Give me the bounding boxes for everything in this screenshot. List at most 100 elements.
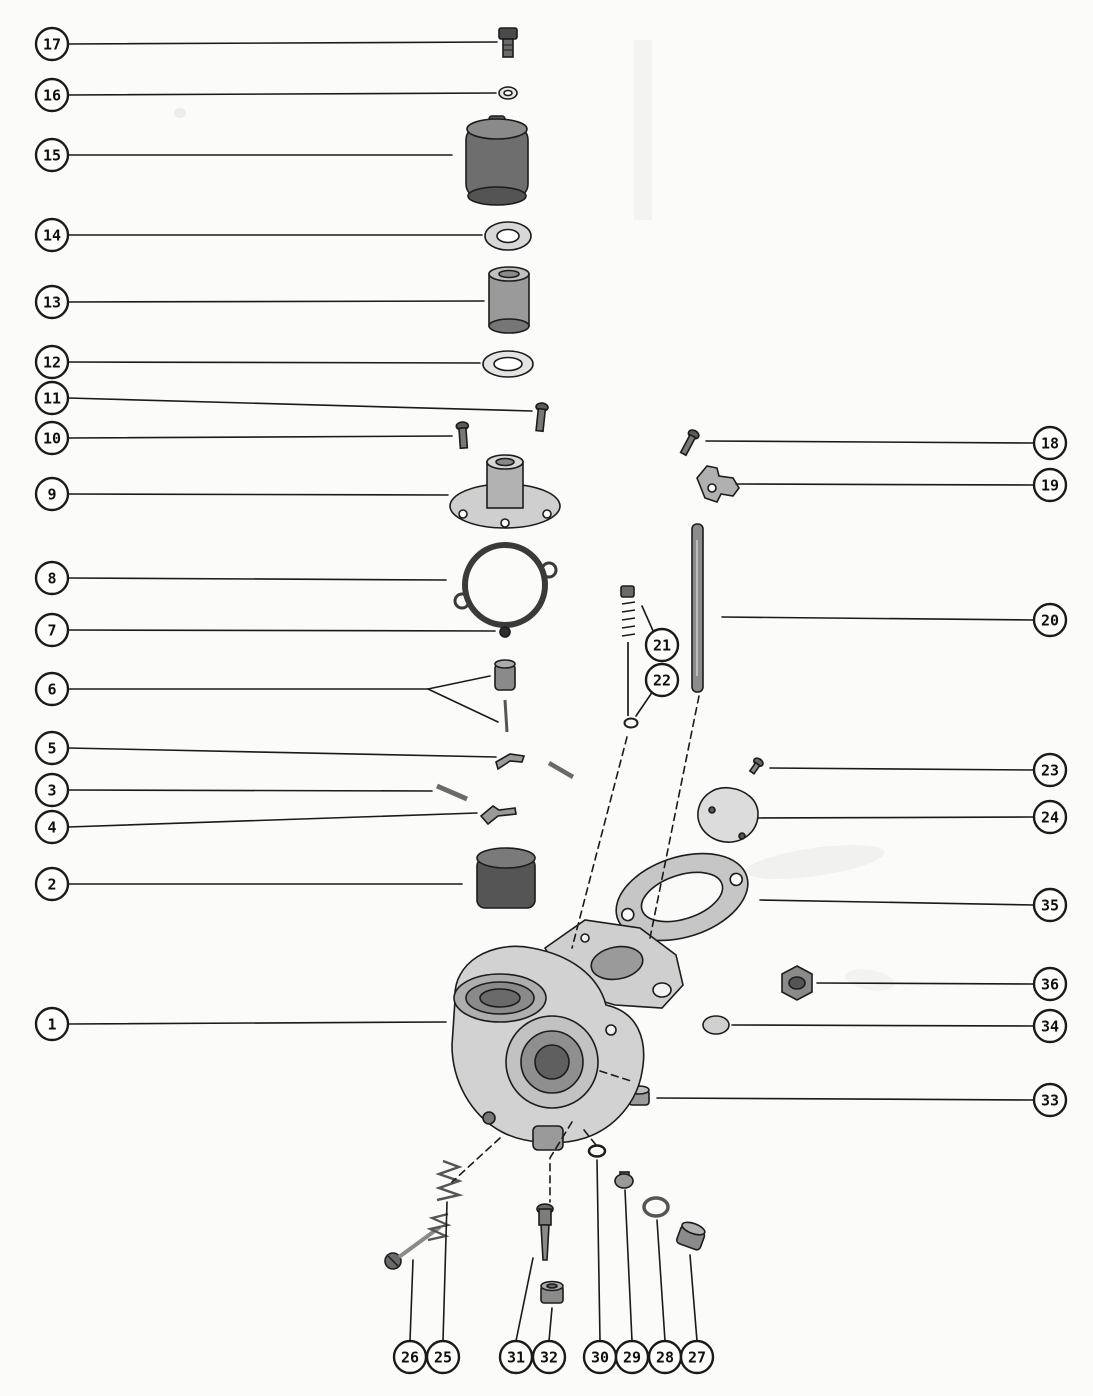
callout-number: 32 (540, 1349, 558, 1367)
callout-leader-line (769, 767, 1035, 771)
callout-number: 28 (656, 1349, 674, 1367)
callout-1: 1 (34, 1006, 447, 1042)
part-17-bolt (498, 27, 518, 58)
callout-20: 20 (721, 602, 1068, 638)
callout-24: 24 (757, 799, 1068, 835)
callout-circle (1032, 799, 1068, 835)
part-16-lockwasher (498, 86, 518, 100)
callout-12: 12 (34, 344, 481, 380)
part-26-idle-screw-spring (384, 1212, 452, 1270)
callout-leader-line (721, 616, 1035, 621)
callout-28: 28 (647, 1219, 683, 1375)
callout-circle (34, 730, 70, 766)
callout-number: 5 (47, 740, 56, 758)
callout-10: 10 (34, 420, 453, 456)
part-11-screw (535, 402, 549, 433)
callout-number: 31 (507, 1349, 525, 1367)
callout-leader-line (735, 483, 1035, 486)
callout-circle (34, 137, 70, 173)
callout-22: 22 (635, 662, 680, 717)
callout-number: 20 (1041, 612, 1059, 630)
callout-number: 14 (43, 227, 61, 245)
assembly-dashed-line (649, 695, 700, 939)
callout-9: 9 (34, 476, 449, 512)
callout-number: 11 (43, 390, 61, 408)
part-20-shaft (691, 523, 704, 693)
callout-2: 2 (34, 866, 463, 902)
callout-leader-line (67, 435, 453, 439)
part-14-washer (484, 221, 532, 251)
callout-7: 7 (34, 612, 496, 648)
callout-27: 27 (679, 1254, 715, 1375)
part-8-gasket (453, 542, 558, 628)
callout-leader-line (757, 816, 1035, 819)
part-18-screw (679, 429, 700, 457)
part-1-carburetor-body (451, 919, 684, 1151)
callout-34: 34 (731, 1008, 1068, 1044)
callout-leader-line (596, 1159, 601, 1342)
callout-leader-line (67, 675, 491, 690)
callout-number: 13 (43, 294, 61, 312)
callout-16: 16 (34, 77, 497, 113)
part-3-pin (436, 783, 468, 802)
callout-25: 25 (425, 1201, 461, 1375)
callout-number: 2 (47, 876, 56, 894)
callout-leader-line (624, 1189, 633, 1342)
callout-number: 24 (1041, 809, 1059, 827)
part-13-filter-element (488, 266, 530, 334)
callout-number: 29 (623, 1349, 641, 1367)
part-15-pump-cap (465, 115, 529, 206)
part-2-float (476, 847, 536, 909)
part-31-mixture-screw (536, 1203, 554, 1261)
callout-number: 36 (1041, 976, 1059, 994)
callout-circle (1032, 966, 1068, 1002)
callout-leader-line (442, 1201, 448, 1342)
callout-14: 14 (34, 217, 483, 253)
scan-artifacts (174, 40, 895, 991)
callout-circle (679, 1339, 715, 1375)
callout-circle (34, 1006, 70, 1042)
callout-circle (34, 476, 70, 512)
callout-circle (34, 420, 70, 456)
callout-circle (34, 612, 70, 648)
callout-number: 30 (591, 1349, 609, 1367)
callout-number: 33 (1041, 1092, 1059, 1110)
callout-number: 22 (653, 672, 671, 690)
callout-leader-line (67, 493, 449, 496)
assembly-dashed-line (571, 736, 628, 949)
callout-18: 18 (705, 425, 1068, 461)
callout-circle (1032, 425, 1068, 461)
callout-circle (34, 77, 70, 113)
callout-leader-line (656, 1097, 1035, 1101)
part-12-gasket-ring (482, 350, 534, 378)
callout-29: 29 (614, 1189, 650, 1375)
part-9-pump-base (449, 454, 561, 529)
callout-leader-line (67, 812, 478, 828)
callout-leader-line (67, 361, 481, 364)
part-30-washer (587, 1144, 607, 1158)
callout-leader-line (548, 1307, 553, 1342)
callout-23: 23 (769, 752, 1068, 788)
callout-circle (1032, 752, 1068, 788)
callout-leader-line (67, 92, 497, 96)
callout-leader-line (515, 1257, 534, 1342)
callout-number: 9 (47, 486, 56, 504)
part-27-plug (675, 1221, 706, 1251)
callout-circle (425, 1339, 461, 1375)
callout-circle (531, 1339, 567, 1375)
callout-number: 12 (43, 354, 61, 372)
callout-11: 11 (34, 380, 533, 416)
callout-circle (34, 284, 70, 320)
callout-6: 6 (34, 671, 499, 723)
part-5-lever (495, 753, 575, 779)
callout-leader-line (67, 1021, 447, 1025)
callout-33: 33 (656, 1082, 1068, 1118)
callout-number: 8 (47, 570, 56, 588)
callout-circle (34, 671, 70, 707)
callout-4: 4 (34, 809, 478, 845)
callout-leader-line (67, 577, 447, 581)
callout-leader-line (67, 629, 496, 632)
callout-circle (34, 26, 70, 62)
callout-leader-line (641, 605, 655, 634)
